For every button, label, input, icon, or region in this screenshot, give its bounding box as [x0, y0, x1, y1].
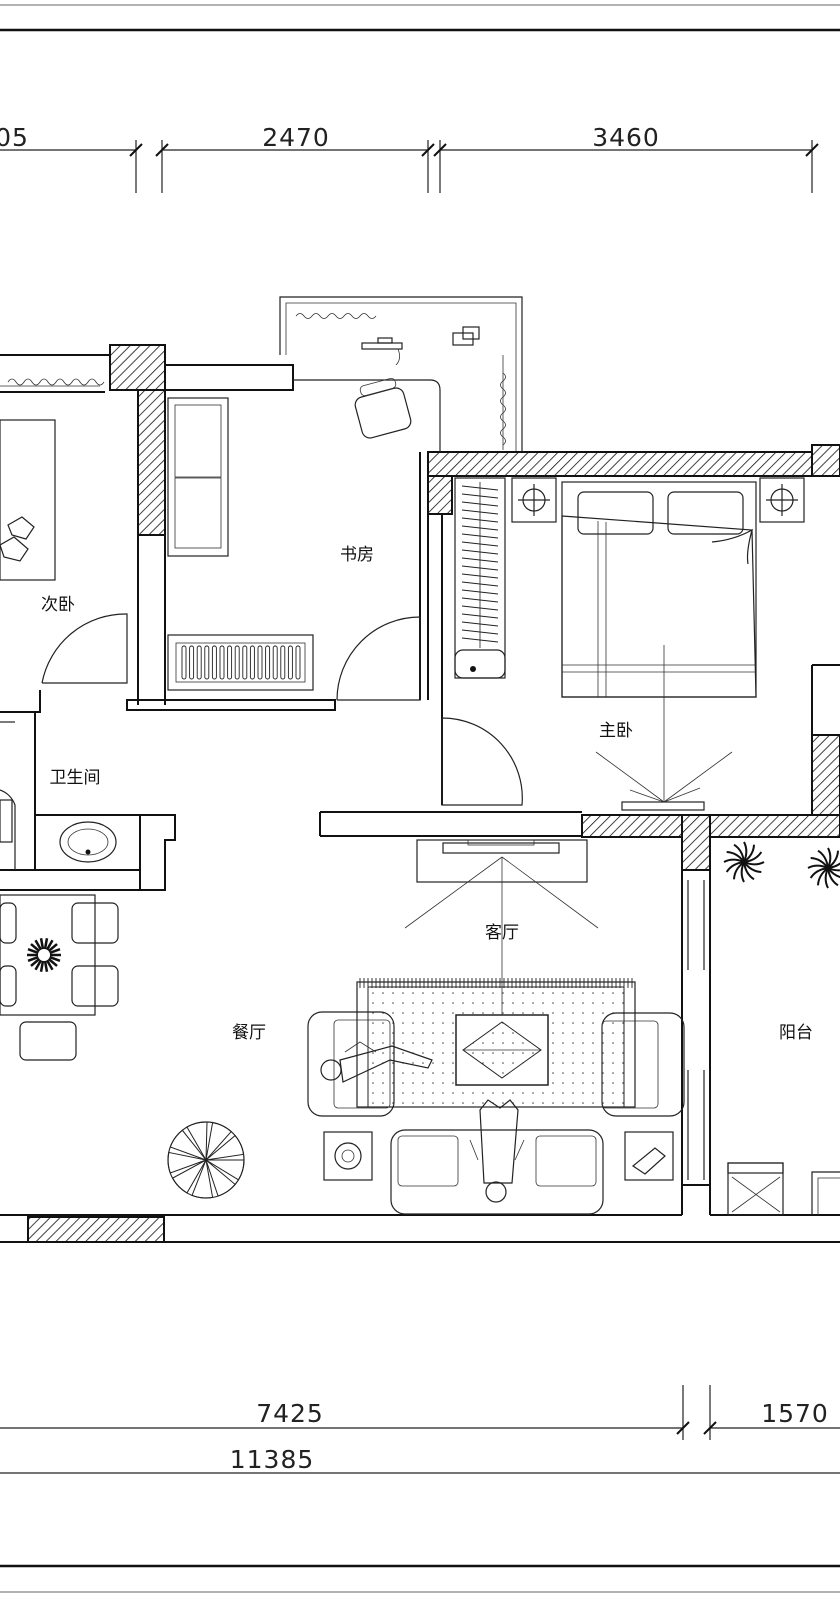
nightstand-left	[511, 477, 557, 523]
bathroom-fixture-left	[0, 799, 13, 843]
master-wardrobe	[454, 477, 506, 679]
study-sofa	[167, 397, 229, 557]
master-tv	[595, 645, 733, 811]
dining-plant	[167, 1121, 245, 1199]
room-label-study: 书房	[340, 545, 374, 565]
secondary-bedroom-bed	[0, 419, 56, 581]
side-table-left	[323, 1131, 373, 1181]
room-label-bathroom: 卫生间	[50, 768, 101, 788]
side-table-right	[624, 1131, 674, 1181]
sofa-right	[601, 1012, 685, 1117]
bathroom-basin	[59, 821, 117, 863]
dimension-label-bottom-left: 7425	[256, 1399, 324, 1428]
dining-table	[0, 894, 119, 1061]
doors	[0, 613, 523, 870]
study-books	[452, 326, 480, 346]
room-label-balcony: 阳台	[779, 1023, 813, 1043]
person-on-left-sofa	[320, 1041, 433, 1083]
sofa-left	[307, 1011, 395, 1117]
room-label-living-room: 客厅	[485, 923, 519, 943]
living-tv-cabinet	[404, 839, 599, 1040]
study-radiator	[167, 634, 314, 691]
dimension-label-top-left: 05	[0, 123, 29, 152]
room-label-secondary-bedroom: 次卧	[41, 595, 75, 615]
study-chair	[354, 378, 412, 439]
dimension-label-top-right: 3460	[592, 123, 660, 152]
study-lamp	[361, 337, 403, 366]
bottom-dimension-line	[0, 1385, 840, 1474]
balcony-cabinet	[811, 1171, 840, 1215]
curtains	[0, 313, 506, 450]
sofa-bottom	[390, 1129, 604, 1215]
drawing-frame	[0, 4, 840, 1593]
dining-flower	[27, 938, 61, 972]
coffee-table	[455, 1014, 549, 1086]
washing-machine	[727, 1162, 784, 1216]
person-on-bottom-sofa	[469, 1099, 525, 1203]
dimension-label-bottom-right: 1570	[761, 1399, 829, 1428]
room-label-master-bedroom: 主卧	[599, 721, 633, 741]
room-label-dining-room: 餐厅	[232, 1023, 266, 1043]
balcony-plant	[723, 841, 840, 889]
dimension-label-top-middle: 2470	[262, 123, 330, 152]
top-dimension-line	[0, 140, 819, 193]
master-bed	[561, 481, 757, 698]
nightstand-right	[759, 477, 805, 523]
dimension-label-bottom-total: 11385	[230, 1445, 315, 1474]
study-desk	[293, 379, 441, 452]
